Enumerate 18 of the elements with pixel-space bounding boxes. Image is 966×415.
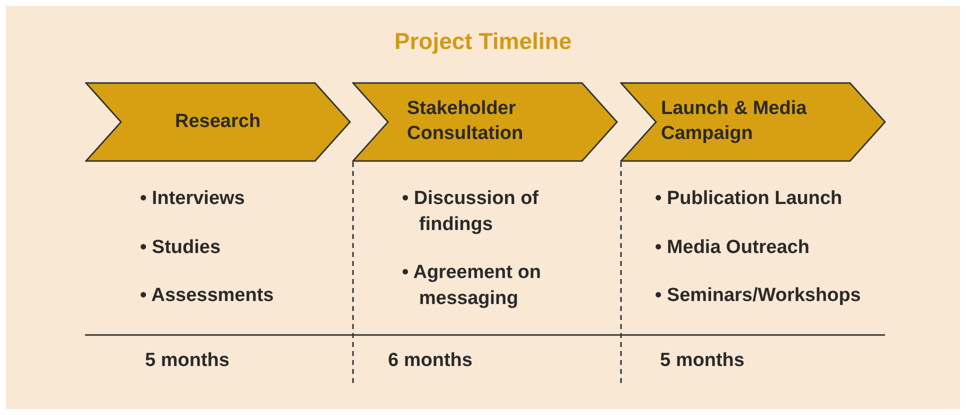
bullet-item: • Discussion of findings: [402, 187, 540, 237]
bullet-item: • Seminars/Workshops: [655, 284, 862, 308]
duration-label: 5 months: [660, 350, 744, 372]
bullet-item: • Studies: [140, 236, 222, 260]
chevron-shape: [620, 82, 886, 162]
chevron-shape: [352, 82, 618, 162]
bullet-item: • Assessments: [140, 284, 275, 308]
bullet-item: • Agreement on messaging: [402, 261, 542, 311]
phase-title: Launch & Media Campaign: [661, 97, 808, 146]
phase-title: Stakeholder Consultation: [407, 97, 524, 146]
bullet-item: • Interviews: [140, 187, 246, 211]
duration-label: 6 months: [388, 350, 472, 372]
phase-title: Research: [175, 110, 261, 134]
bullet-item: • Media Outreach: [655, 236, 810, 260]
chevron-shape: [85, 82, 351, 162]
bullet-item: • Publication Launch: [655, 187, 844, 211]
title: Project Timeline: [393, 28, 573, 55]
duration-label: 5 months: [145, 350, 230, 372]
